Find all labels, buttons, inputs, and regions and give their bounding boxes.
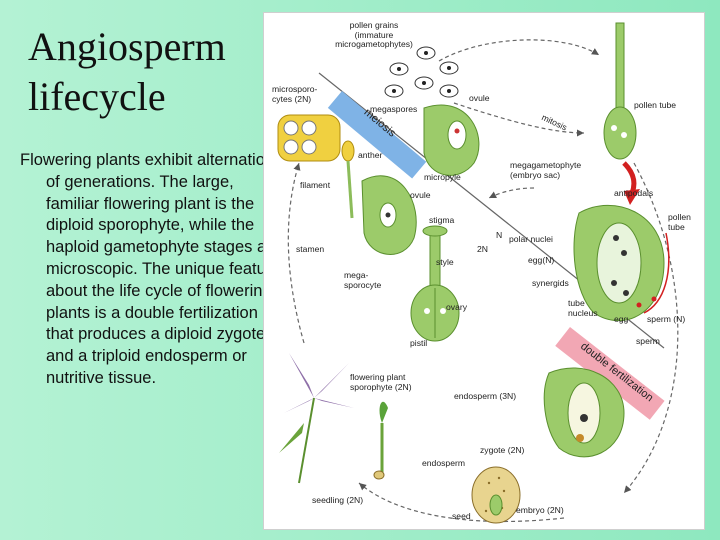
label-egg-n: egg(N): [528, 255, 555, 265]
ovule-top-icon: [423, 104, 480, 176]
label-seed: seed: [452, 511, 471, 521]
label-pollen-grains: pollen grains (immature microgametophyte…: [335, 20, 413, 49]
seedling-icon: [373, 401, 388, 480]
double-fertilization-band: [555, 327, 665, 420]
label-filament: filament: [300, 180, 331, 190]
label-zygote: zygote (2N): [480, 445, 525, 455]
label-megagametophyte: megagametophyte (embryo sac): [510, 160, 582, 180]
label-seedling: seedling (2N): [312, 495, 364, 505]
label-endosperm-3n: endosperm (3N): [454, 391, 517, 401]
label-anther: anther: [358, 150, 383, 160]
slide-body-text: Flowering plants exhibit alternation of …: [20, 151, 281, 387]
label-tube-nucleus: tube nucleus: [568, 298, 598, 318]
label-antipodals: antipodals: [614, 188, 654, 198]
label-microsporocytes: microsporo- cytes (2N): [272, 84, 318, 104]
label-ovule-mid: ovule: [410, 190, 431, 200]
label-egg: egg: [614, 314, 629, 324]
pollen-tube-top-icon: [603, 22, 637, 160]
label-synergids: synergids: [532, 278, 569, 288]
label-n: N: [496, 230, 503, 240]
label-ovule-top: ovule: [469, 93, 490, 103]
slide-title: Angiosperm lifecycle: [28, 24, 226, 119]
label-endosperm: endosperm: [422, 458, 465, 468]
pollen-grains-icon: [384, 46, 459, 98]
lifecycle-illustration: [277, 22, 679, 524]
label-micropyle: micropyle: [424, 172, 461, 182]
meiosis-band: [327, 90, 427, 179]
pistil-icon: [410, 225, 460, 342]
label-sperm-n: sperm (N): [647, 314, 686, 324]
anther-icon: [277, 114, 355, 219]
ovule-mid-icon: [361, 175, 417, 255]
label-sperm: sperm: [636, 336, 660, 346]
label-embryo: embryo (2N): [516, 505, 564, 515]
seed-icon: [471, 466, 521, 524]
label-ovary: ovary: [446, 302, 468, 312]
label-polar-nuclei: polar nuclei: [509, 234, 553, 244]
label-megasporocyte: mega- sporocyte: [344, 270, 382, 290]
embryo-sac-icon: [573, 204, 670, 322]
label-pollen-tube-top: pollen tube: [634, 100, 677, 110]
label-style: style: [436, 257, 454, 267]
label-pistil: pistil: [410, 338, 428, 348]
label-stamen: stamen: [296, 244, 325, 254]
flowering-plant-icon: [279, 353, 354, 484]
lifecycle-diagram: pollen grains (immature microgametophyte…: [263, 12, 705, 530]
endosperm-ovule-icon: [543, 367, 625, 458]
label-pollen-tube-right: pollen tube: [668, 212, 691, 232]
label-2n: 2N: [477, 244, 488, 254]
label-flowering-plant: flowering plant sporophyte (2N): [350, 372, 412, 392]
label-megaspores: megaspores: [370, 104, 418, 114]
label-stigma: stigma: [429, 215, 455, 225]
